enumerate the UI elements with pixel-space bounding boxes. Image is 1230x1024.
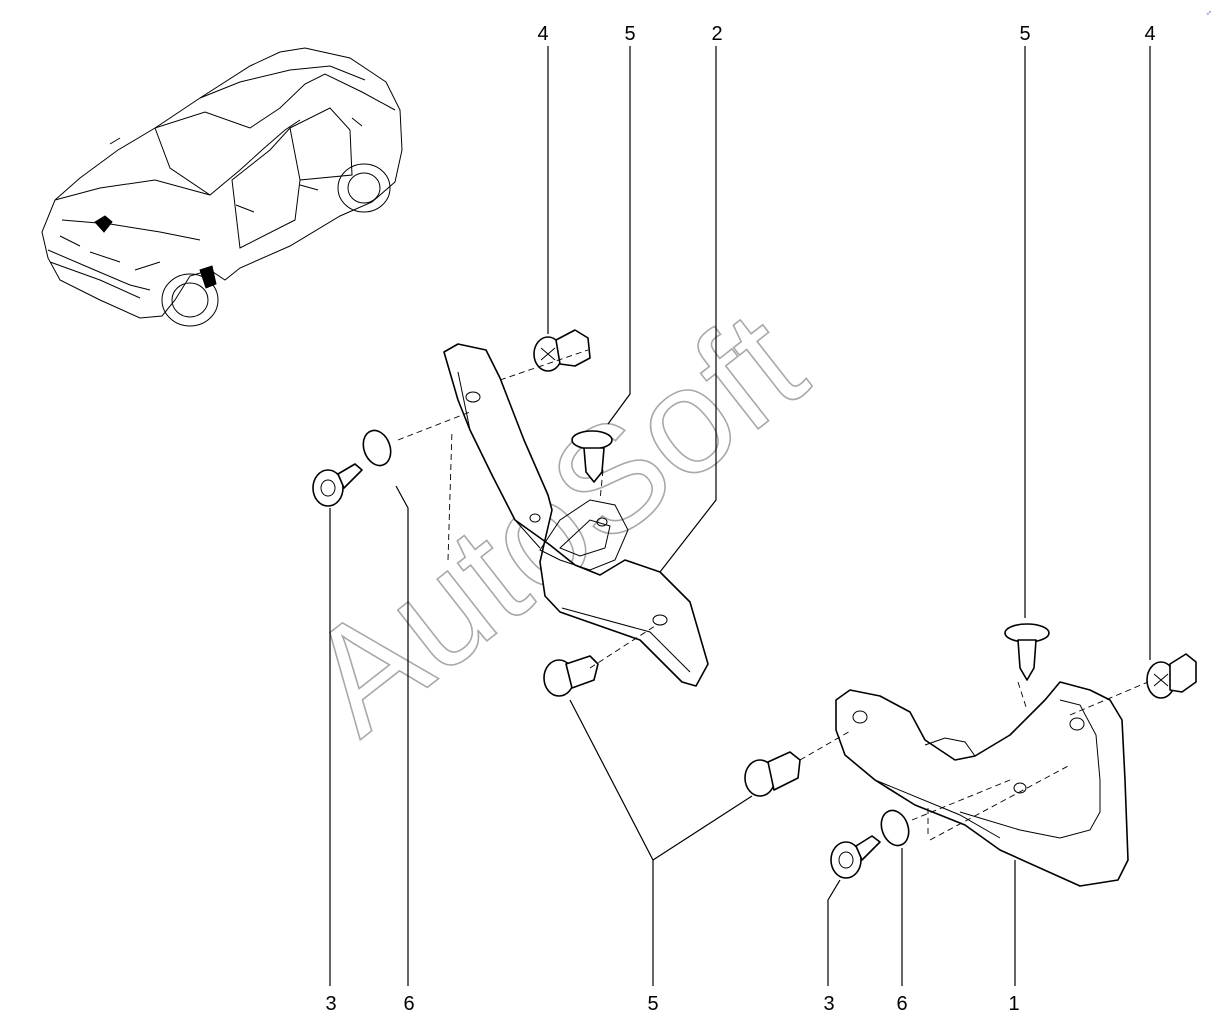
callout-numbers: 4 5 2 5 4 3 6 5 3 6 1 bbox=[325, 23, 1155, 1015]
callout-2-top: 2 bbox=[711, 23, 722, 45]
callout-4-top-left: 4 bbox=[537, 23, 548, 45]
right-mudflap-part-1 bbox=[835, 681, 1129, 887]
leader-lines bbox=[329, 46, 1151, 986]
callout-3-bottom-left: 3 bbox=[325, 993, 336, 1015]
callout-1-bottom: 1 bbox=[1008, 993, 1019, 1015]
screw-3-right bbox=[830, 835, 881, 879]
push-rivet-5-left bbox=[571, 430, 613, 483]
washer-6-right bbox=[880, 809, 910, 847]
callout-3-bottom-right: 3 bbox=[823, 993, 834, 1015]
callout-5-top-mid: 5 bbox=[624, 23, 635, 45]
callout-5-top-right: 5 bbox=[1019, 23, 1030, 45]
push-rivet-5-lower-left bbox=[543, 655, 599, 697]
callout-6-bottom-left: 6 bbox=[403, 993, 414, 1015]
clip-fastener-4-right bbox=[1146, 653, 1197, 699]
callout-6-bottom-right: 6 bbox=[896, 993, 907, 1015]
callout-4-top-right: 4 bbox=[1144, 23, 1155, 45]
clip-fastener-4-left bbox=[533, 329, 591, 372]
alignment-lines bbox=[397, 349, 1149, 841]
corner-mark: °° bbox=[1205, 9, 1215, 19]
car-illustration bbox=[41, 47, 403, 327]
push-rivet-5-lower-right bbox=[744, 751, 801, 797]
washer-6-left bbox=[362, 429, 392, 467]
callout-5-bottom: 5 bbox=[647, 993, 658, 1015]
screw-3-left bbox=[312, 463, 363, 507]
push-rivet-5-right bbox=[1004, 623, 1050, 681]
left-mudflap-part-2 bbox=[443, 343, 709, 687]
